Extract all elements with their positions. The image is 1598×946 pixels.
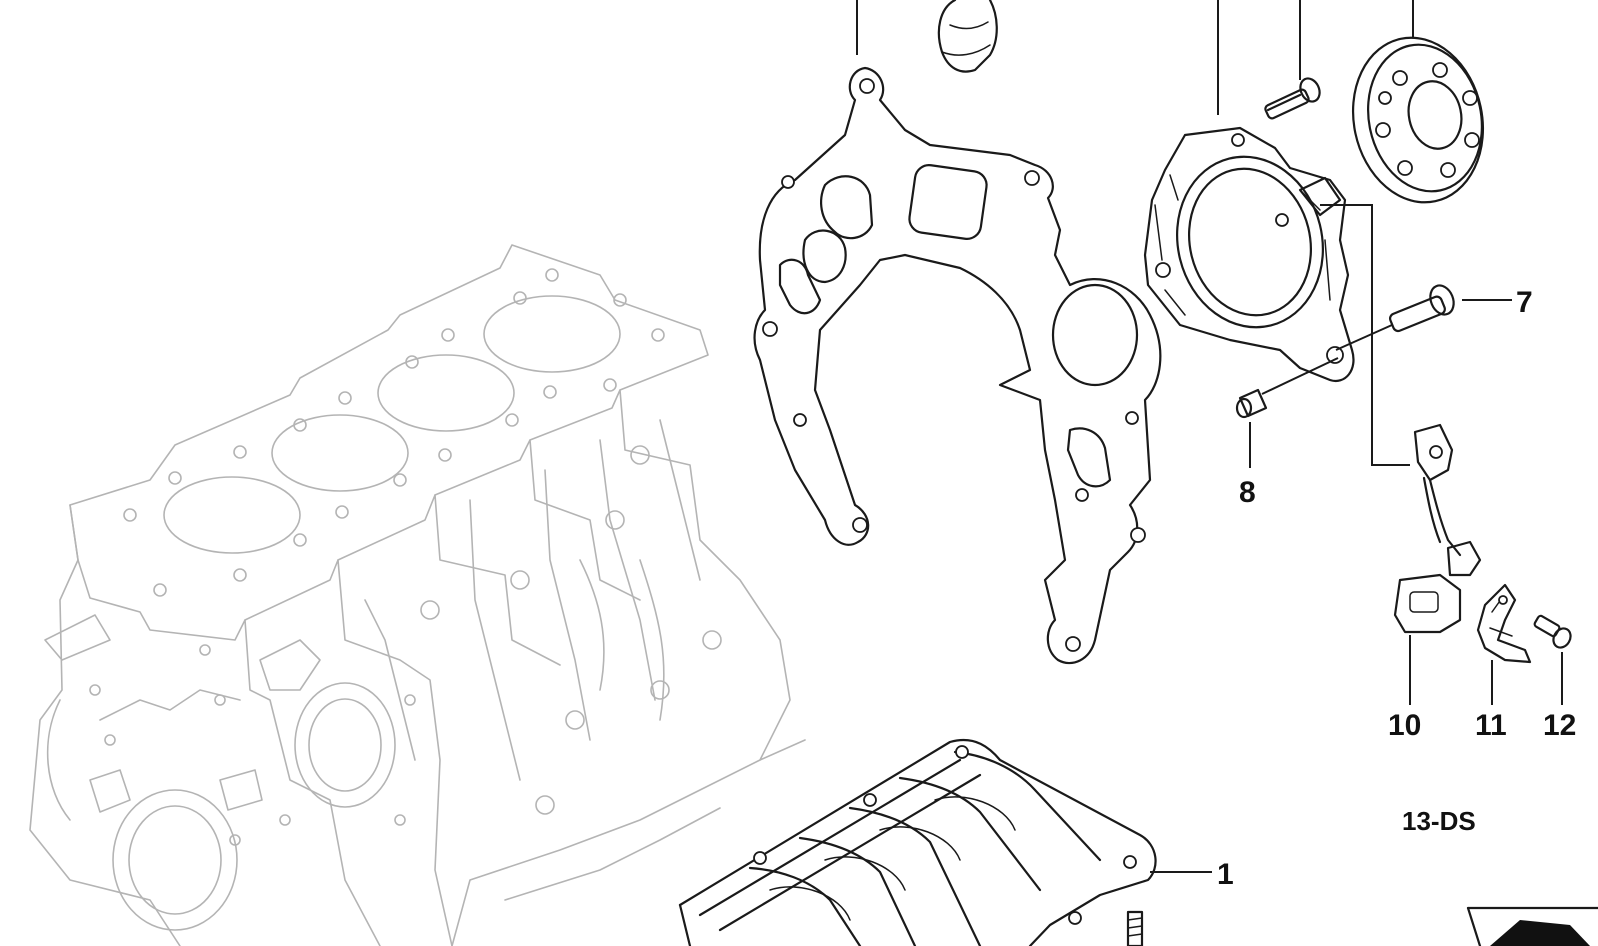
- corner-arrow-icon: [1466, 906, 1598, 946]
- screw-12: [1533, 614, 1572, 705]
- end-plate-gasket: [753, 66, 1162, 665]
- engine-block: [29, 244, 806, 946]
- diagram-code: 13-DS: [1402, 806, 1476, 836]
- bearing-ladder-1: [678, 739, 1212, 946]
- stud: [1126, 910, 1144, 946]
- dowel-sleeve-8: [1235, 357, 1339, 468]
- bearing-shell: [937, 0, 998, 73]
- callout-11: 11: [1475, 709, 1507, 742]
- crank-sensor-10: [1320, 204, 1482, 705]
- seal-housing: [1143, 126, 1355, 383]
- callout-labels: 1 7 8 10 11 12 13-DS: [1217, 286, 1576, 891]
- callout-8: 8: [1239, 476, 1256, 509]
- pulse-wheel: [1351, 36, 1485, 204]
- deck-holes: [123, 268, 665, 597]
- callout-7: 7: [1516, 286, 1533, 319]
- callout-10: 10: [1388, 709, 1421, 742]
- top-bolt: [1264, 77, 1321, 120]
- top-leader-lines: [856, 0, 1414, 115]
- bracket-11: [1476, 583, 1532, 705]
- callout-12: 12: [1543, 709, 1576, 742]
- callout-1: 1: [1217, 858, 1234, 891]
- bolt-7: [1389, 284, 1512, 333]
